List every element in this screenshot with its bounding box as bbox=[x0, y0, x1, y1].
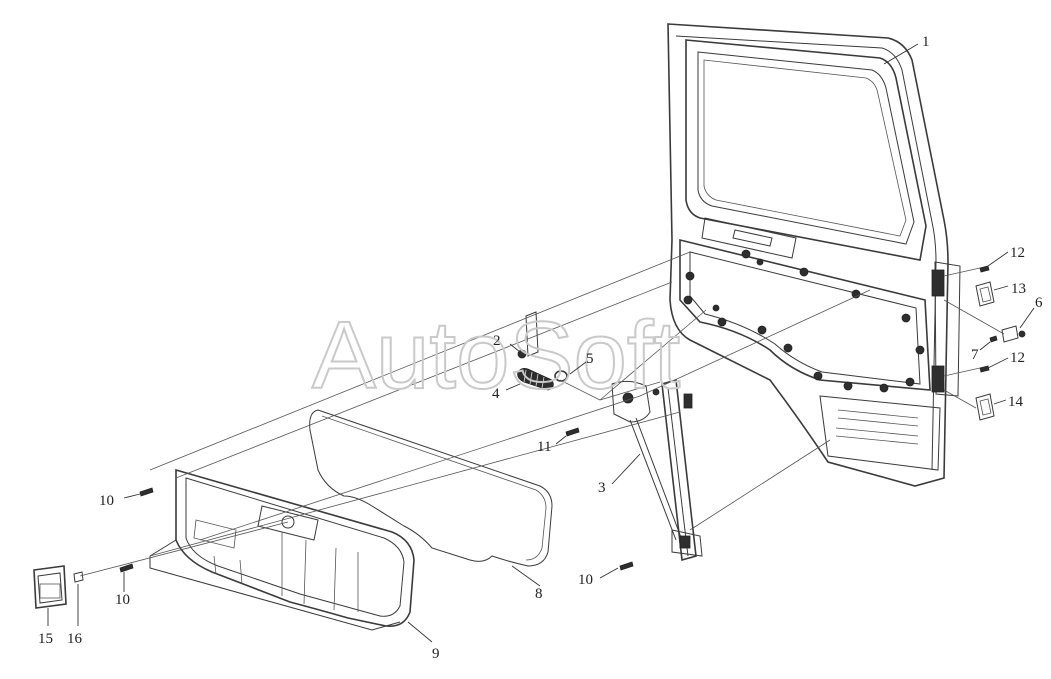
handle-part-4 bbox=[517, 368, 554, 391]
trim-panel-part-9 bbox=[149, 468, 415, 631]
part-label-2: 2 bbox=[493, 333, 501, 349]
watermark-text: AutoSoft bbox=[312, 302, 680, 409]
part-label-10-upper: 10 bbox=[99, 493, 114, 509]
leader-lines bbox=[47, 43, 1035, 643]
switch-part-15 bbox=[33, 565, 67, 609]
cap-part-16 bbox=[73, 571, 84, 583]
part-label-10-lower: 10 bbox=[115, 592, 130, 608]
screw-part-7 bbox=[989, 335, 998, 343]
door-shell-part-1 bbox=[667, 23, 961, 487]
part-label-5: 5 bbox=[586, 351, 594, 367]
part-label-16: 16 bbox=[67, 631, 83, 647]
part-label-14: 14 bbox=[1008, 394, 1024, 410]
screws-part-12 bbox=[979, 265, 990, 373]
part-label-8: 8 bbox=[535, 586, 543, 602]
part-label-13: 13 bbox=[1011, 281, 1026, 297]
part-label-11: 11 bbox=[537, 439, 551, 455]
part-label-6: 6 bbox=[1035, 295, 1043, 311]
part-label-4: 4 bbox=[492, 386, 500, 402]
part-label-9: 9 bbox=[432, 646, 440, 662]
bezel-part-5 bbox=[554, 370, 568, 382]
screws-part-10 bbox=[119, 487, 634, 573]
assembly-lines bbox=[79, 251, 1005, 577]
part-label-7: 7 bbox=[971, 347, 979, 363]
seal-part-8 bbox=[309, 409, 553, 567]
part-label-12-upper: 12 bbox=[1010, 245, 1025, 261]
part-label-10-regulator: 10 bbox=[578, 572, 593, 588]
part-label-12-lower: 12 bbox=[1010, 350, 1025, 366]
part-label-15: 15 bbox=[38, 631, 53, 647]
part-label-3: 3 bbox=[598, 480, 606, 496]
part-labels: 1 2 3 4 5 6 7 8 9 10 10 10 11 12 12 13 1… bbox=[38, 34, 1043, 662]
clip-part-6 bbox=[1001, 325, 1026, 343]
screw-part-11 bbox=[565, 427, 580, 437]
part-label-1: 1 bbox=[922, 34, 930, 50]
cover-part-13 bbox=[975, 281, 995, 307]
cover-part-14 bbox=[975, 393, 995, 421]
